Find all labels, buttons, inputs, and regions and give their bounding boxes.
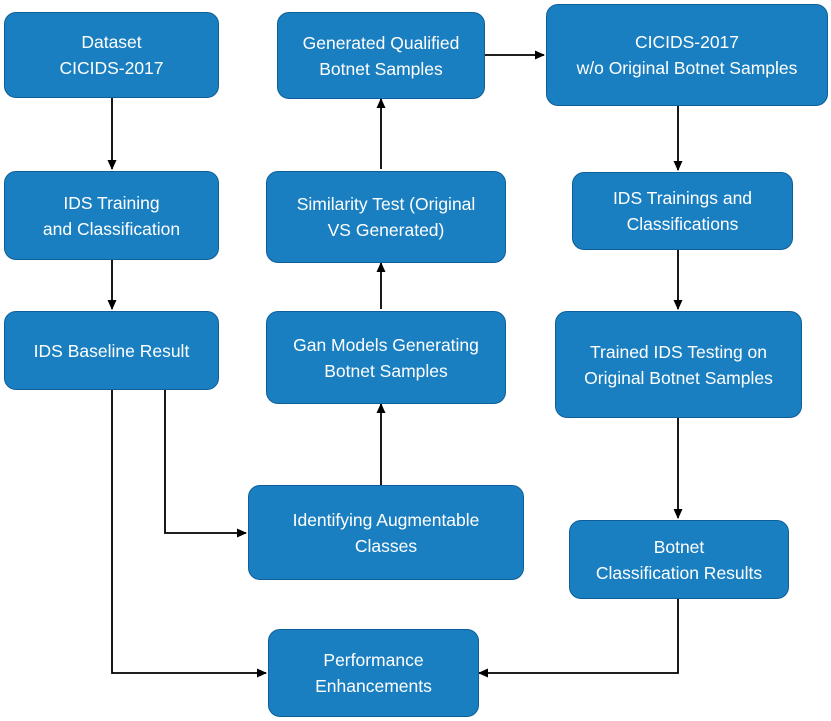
node-similarity-test-line2: VS Generated) [327,220,445,240]
node-gan-models-line1: Gan Models Generating [293,334,479,355]
node-identifying-line1: Identifying Augmentable [292,509,480,530]
node-botnet-results-line2: Classification Results [595,562,763,583]
node-cicids-without-botnet-line1: CICIDS-2017 [634,32,740,52]
node-dataset-line1: Dataset [81,32,142,52]
node-ids-baseline-result: IDS Baseline Result [4,311,219,390]
node-generated-qualified-line2: Botnet Samples [319,58,443,79]
node-performance-enhancements: Performance Enhancements [268,629,479,717]
node-performance-line2: Enhancements [315,676,432,696]
node-generated-qualified: Generated Qualified Botnet Samples [277,12,485,99]
node-trained-ids-testing: Trained IDS Testing on Original Botnet S… [555,311,802,418]
node-trained-ids-testing-line2: Original Botnet Samples [584,367,773,388]
node-ids-training-line1: IDS Training [63,192,160,213]
node-identifying-augmentable-classes: Identifying Augmentable Classes [248,485,524,580]
node-botnet-results-line1: Botnet [653,536,705,557]
node-ids-training: IDS Training and Classification [4,171,219,260]
node-dataset: Dataset CICIDS-2017 [4,12,219,98]
node-ids-trainings-line1: IDS Trainings and [612,188,753,208]
node-similarity-test: Similarity Test (Original VS Generated) [266,171,506,263]
node-dataset-line2: CICIDS-2017 [59,58,164,78]
node-cicids-without-botnet-line2: w/o Original Botnet Samples [576,58,798,78]
node-ids-training-line2: and Classification [42,218,181,239]
node-ids-trainings: IDS Trainings and Classifications [572,172,793,250]
node-trained-ids-testing-line1: Trained IDS Testing on [589,341,768,362]
node-ids-trainings-line2: Classifications [626,214,739,234]
edge-botnet-results-to-performance [478,599,679,678]
node-identifying-line2: Classes [354,535,418,556]
node-performance-line1: Performance [323,650,424,670]
node-cicids-without-botnet: CICIDS-2017 w/o Original Botnet Samples [546,4,828,106]
node-gan-models-line2: Botnet Samples [324,360,448,381]
edge-ids-baseline-to-performance [111,390,267,678]
edge-ids-baseline-to-identifying [164,390,247,538]
node-gan-models: Gan Models Generating Botnet Samples [266,311,506,404]
node-ids-baseline-result-line1: IDS Baseline Result [33,340,190,361]
node-botnet-classification-results: Botnet Classification Results [569,520,789,599]
node-similarity-test-line1: Similarity Test (Original [296,194,476,214]
node-generated-qualified-line1: Generated Qualified [302,32,460,53]
